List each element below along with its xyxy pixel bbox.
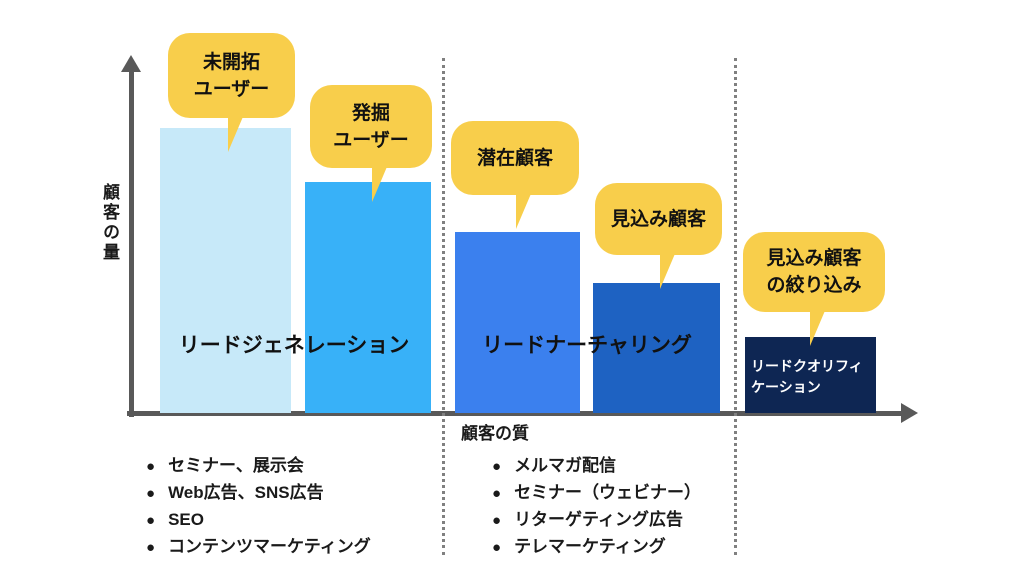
list-item: ● コンテンツマーケティング bbox=[146, 537, 371, 557]
list-item: ● メルマガ配信 bbox=[492, 456, 701, 476]
tactic-label: SEO bbox=[168, 510, 204, 529]
list-item: ● セミナー（ウェビナー） bbox=[492, 483, 701, 503]
tactic-label: コンテンツマーケティング bbox=[168, 537, 371, 556]
callout-text: 見込み顧客 bbox=[610, 208, 706, 230]
x-axis-label: 顧客の質 bbox=[461, 424, 529, 443]
tactics-lead-nurturing: ● メルマガ配信 ● セミナー（ウェビナー） ● リターゲティング広告 ● テレ… bbox=[492, 456, 701, 557]
bullet-icon: ● bbox=[492, 485, 502, 502]
stage-label-lead-qualification-line2: ケーション bbox=[751, 379, 821, 395]
bullet-icon: ● bbox=[146, 485, 156, 502]
stage-label-lead-qualification: リードクオリフィ ケーション bbox=[751, 356, 873, 398]
bar-prospective-customers bbox=[593, 283, 720, 413]
x-axis-line bbox=[127, 411, 903, 416]
callout-text: ユーザー bbox=[193, 78, 270, 100]
callout-text: 見込み顧客 bbox=[766, 248, 862, 269]
list-item: ● テレマーケティング bbox=[492, 537, 701, 557]
bar-potential-customers bbox=[455, 232, 580, 413]
list-item: ● SEO bbox=[146, 510, 371, 530]
tactic-label: セミナー（ウェビナー） bbox=[514, 483, 702, 502]
divider-generation-nurturing bbox=[442, 58, 445, 555]
callout-tail bbox=[372, 162, 389, 202]
tactic-label: セミナー、展示会 bbox=[168, 456, 304, 475]
bar-untapped-users bbox=[160, 128, 291, 413]
bar-discovered-users bbox=[305, 182, 431, 413]
divider-nurturing-qualification bbox=[734, 58, 737, 555]
callout-tail bbox=[810, 306, 827, 346]
callout-discovered-users: 発掘 ユーザー bbox=[310, 85, 432, 168]
callout-prospective-customers: 見込み顧客 bbox=[595, 183, 722, 255]
callout-potential-customers: 潜在顧客 bbox=[451, 121, 579, 195]
tactic-label: メルマガ配信 bbox=[514, 456, 617, 475]
stage-label-lead-generation: リードジェネレーション bbox=[178, 334, 410, 357]
bar-qualified-leads bbox=[745, 337, 876, 413]
list-item: ● セミナー、展示会 bbox=[146, 456, 371, 476]
callout-text: 潜在顧客 bbox=[476, 147, 553, 169]
y-axis-line bbox=[129, 70, 134, 417]
callout-tail bbox=[228, 112, 245, 152]
x-axis-arrow-icon bbox=[901, 403, 918, 423]
callout-qualified-prospects: 見込み顧客 の絞り込み bbox=[743, 232, 885, 312]
callout-tail bbox=[660, 249, 677, 289]
tactic-label: Web広告、SNS広告 bbox=[168, 483, 324, 502]
list-item: ● リターゲティング広告 bbox=[492, 510, 701, 530]
stage-label-lead-nurturing: リードナーチャリング bbox=[482, 334, 692, 357]
callout-text: 発掘 bbox=[351, 102, 390, 124]
tactic-label: テレマーケティング bbox=[514, 537, 666, 556]
y-axis-arrow-icon bbox=[121, 55, 141, 72]
bullet-icon: ● bbox=[492, 458, 502, 475]
bullet-icon: ● bbox=[146, 512, 156, 529]
stage-label-lead-qualification-line1: リードクオリフィ bbox=[751, 358, 863, 374]
bullet-icon: ● bbox=[146, 458, 156, 475]
callout-text: ユーザー bbox=[333, 129, 409, 151]
bullet-icon: ● bbox=[146, 539, 156, 556]
y-axis-label: 顧客の量 bbox=[100, 183, 119, 263]
callout-untapped-users: 未開拓 ユーザー bbox=[168, 33, 295, 118]
tactic-label: リターゲティング広告 bbox=[514, 510, 684, 529]
callout-tail bbox=[516, 189, 533, 229]
bullet-icon: ● bbox=[492, 512, 502, 529]
callout-text: の絞り込み bbox=[766, 275, 862, 296]
bullet-icon: ● bbox=[492, 539, 502, 556]
callout-text: 未開拓 bbox=[202, 51, 260, 73]
list-item: ● Web広告、SNS広告 bbox=[146, 483, 371, 503]
tactics-lead-generation: ● セミナー、展示会 ● Web広告、SNS広告 ● SEO ● コンテンツマー… bbox=[146, 456, 371, 557]
